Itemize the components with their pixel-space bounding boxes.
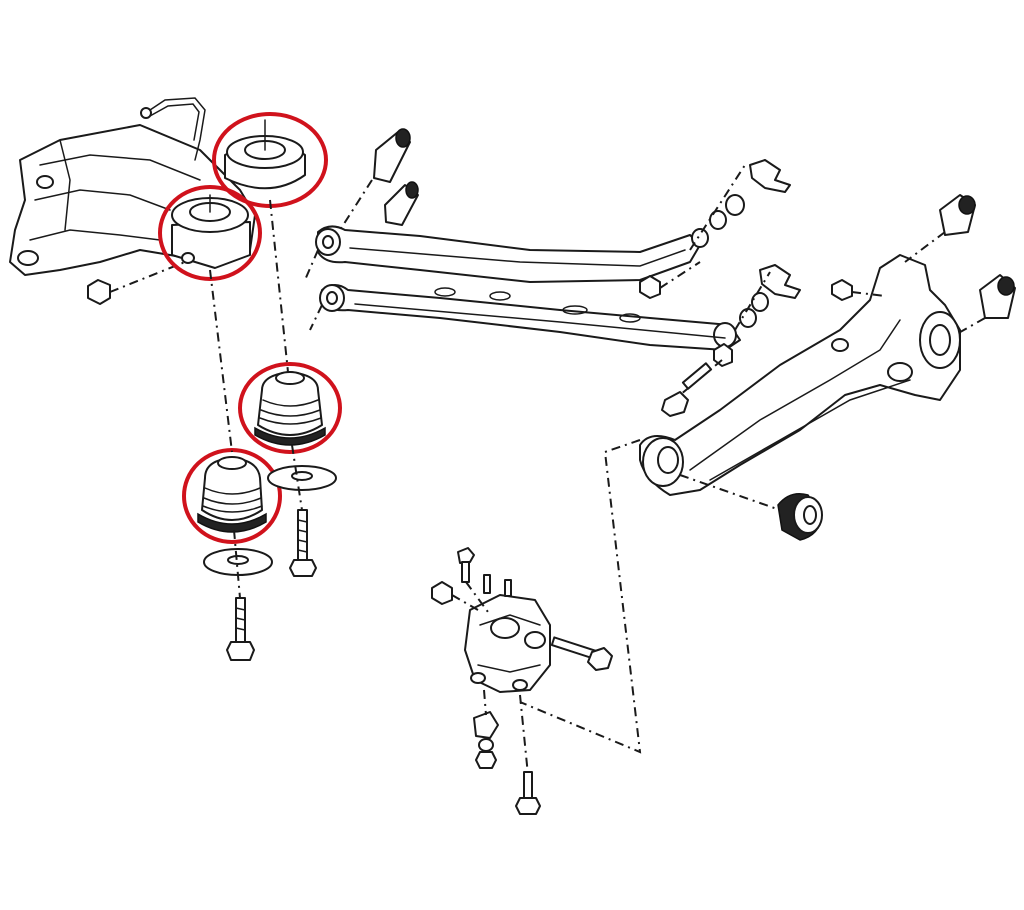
upper-arm-hardware bbox=[639, 159, 791, 299]
arm-bushing-top-1 bbox=[339, 128, 411, 231]
highlight-upper-bushing bbox=[238, 362, 342, 454]
alignment-line-lower bbox=[209, 269, 233, 453]
lower-bolt bbox=[226, 597, 255, 661]
arm-bushing-top-2 bbox=[384, 181, 419, 226]
subframe-upper-mount bbox=[224, 119, 306, 190]
lower-arm-hardware bbox=[661, 264, 801, 417]
upper-washer bbox=[267, 465, 337, 491]
highlight-lower-mount bbox=[158, 185, 262, 281]
trailing-arm-bushing bbox=[777, 493, 823, 541]
upper-arm-left-axis bbox=[304, 249, 319, 281]
bracket-side-bolt bbox=[550, 636, 613, 671]
knuckle-bracket bbox=[464, 594, 551, 693]
knuckle-bushing-lower bbox=[954, 274, 1016, 336]
upper-bolt bbox=[289, 509, 317, 577]
alignment-line-upper bbox=[269, 199, 289, 373]
bracket-alignment-line bbox=[519, 439, 642, 754]
lower-arm-left-axis bbox=[309, 304, 323, 331]
bracket-nut-left bbox=[431, 581, 479, 611]
highlight-lower-bushing bbox=[182, 448, 282, 544]
subframe-nut bbox=[87, 261, 186, 305]
upper-subframe-bushing bbox=[254, 371, 326, 446]
upper-control-arm bbox=[315, 225, 701, 283]
lower-washer bbox=[203, 548, 273, 576]
knuckle-bushing-upper bbox=[904, 194, 976, 263]
subframe-lower-mount bbox=[171, 194, 251, 269]
bracket-bolt-top bbox=[457, 547, 489, 613]
bracket-small-bolts bbox=[483, 574, 512, 597]
alignment-line-lower-bolt bbox=[233, 529, 241, 599]
lower-subframe-bushing bbox=[197, 456, 267, 533]
trailing-arm bbox=[639, 254, 961, 496]
bracket-bottom-hardware bbox=[473, 689, 541, 815]
knuckle-nut bbox=[831, 279, 886, 301]
trailing-arm-bushing-axis bbox=[679, 474, 781, 511]
lower-control-arm bbox=[319, 284, 741, 351]
